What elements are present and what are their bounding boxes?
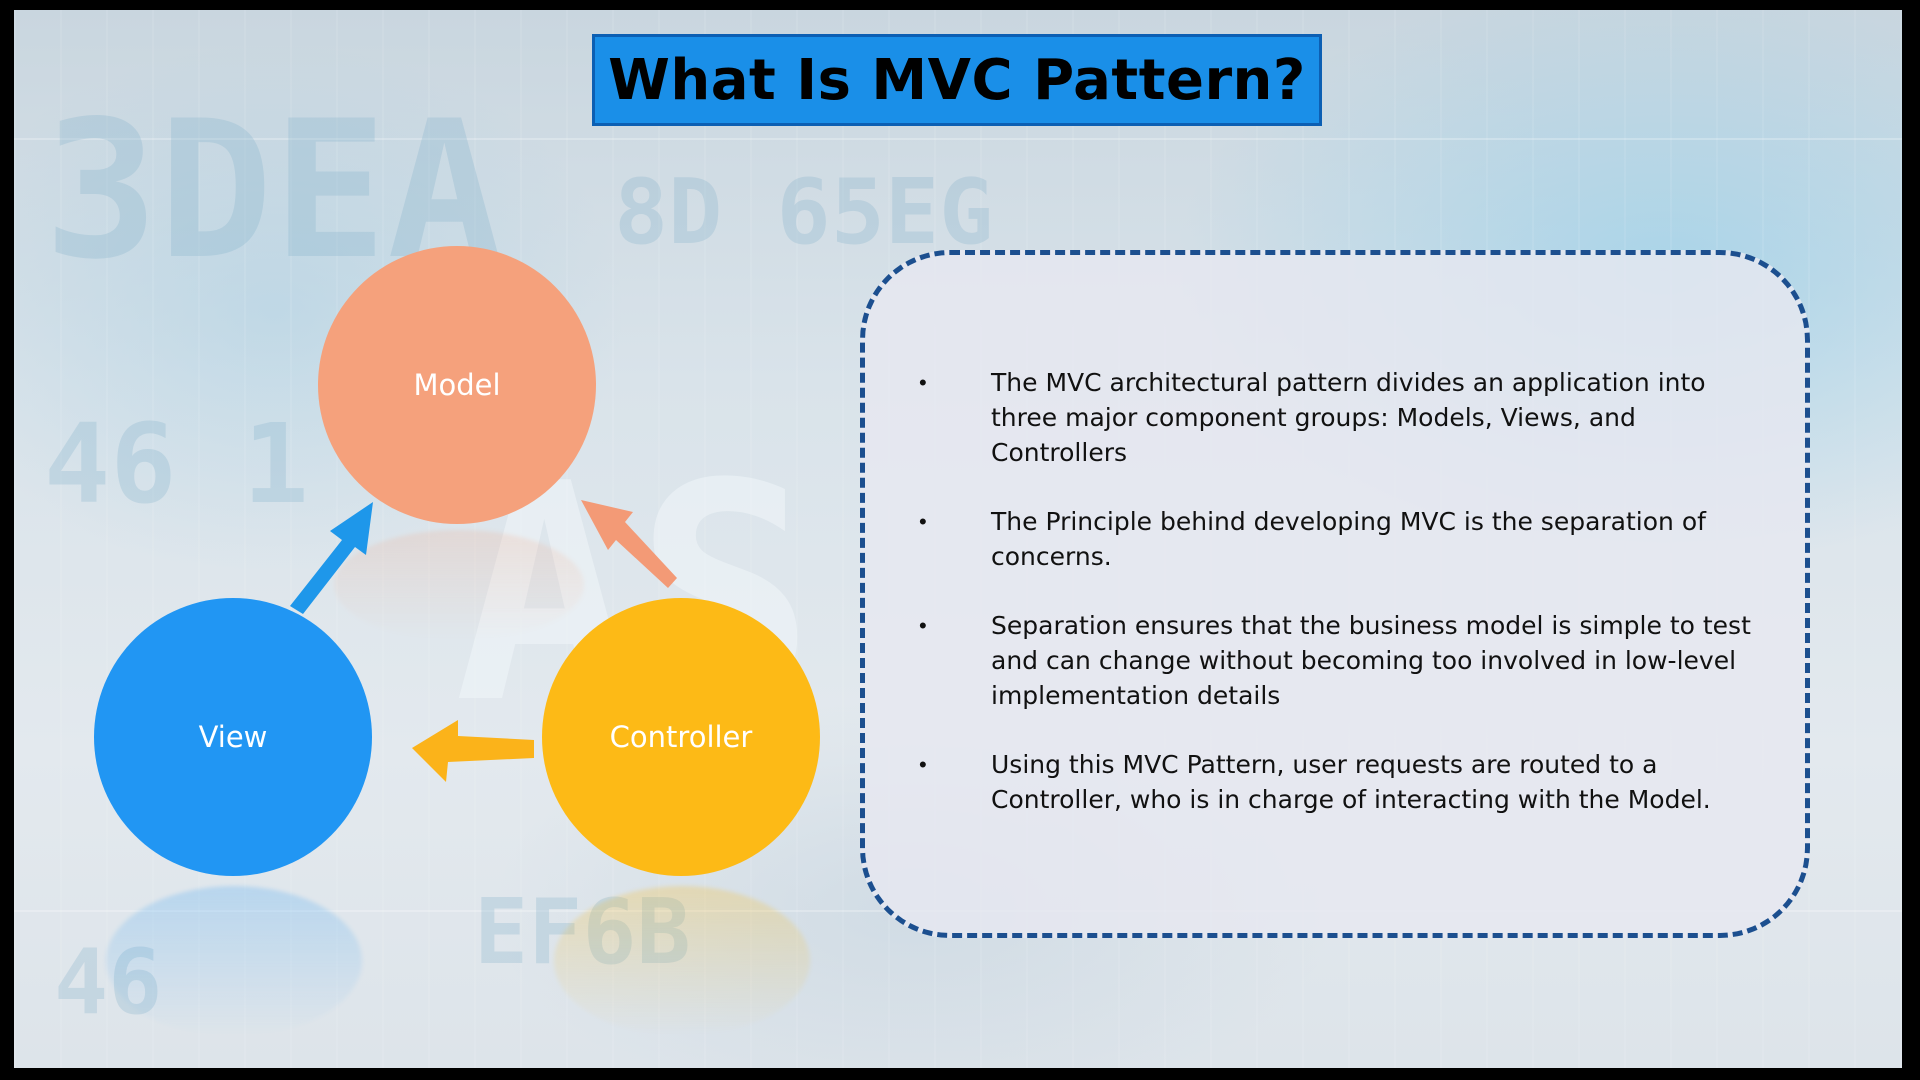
bullet-text: The Principle behind developing MVC is t… [991, 507, 1706, 571]
background-hex-glyphs: 46 [54, 930, 163, 1035]
diagram-arrows [290, 500, 677, 782]
model-node-label: Model [413, 368, 501, 402]
list-item: • The Principle behind developing MVC is… [915, 504, 1775, 574]
mvc-diagram: Model View Controller [14, 10, 874, 1068]
model-node: Model [318, 246, 596, 524]
bullet-icon: • [919, 752, 927, 777]
bullet-icon: • [919, 370, 927, 395]
list-item: • Using this MVC Pattern, user requests … [915, 747, 1775, 817]
view-node: View [94, 598, 372, 876]
model-reflection [334, 530, 584, 640]
title-banner: What Is MVC Pattern? [592, 34, 1322, 126]
description-panel: • The MVC architectural pattern divides … [860, 250, 1810, 938]
bullet-text: Using this MVC Pattern, user requests ar… [991, 750, 1711, 814]
background-hex-glyphs: 46 1 [44, 400, 309, 528]
controller-node: Controller [542, 598, 820, 876]
bullet-list: • The MVC architectural pattern divides … [915, 365, 1775, 851]
controller-to-model-arrow [581, 500, 677, 588]
background-hex-glyphs: 8D 65EG [614, 160, 994, 265]
bullet-icon: • [919, 613, 927, 638]
controller-to-view-arrow [412, 720, 534, 782]
list-item: • Separation ensures that the business m… [915, 608, 1775, 713]
bullet-text: Separation ensures that the business mod… [991, 611, 1751, 710]
controller-reflection [554, 886, 810, 1036]
view-node-label: View [198, 720, 268, 754]
view-reflection [106, 886, 362, 1036]
bullet-icon: • [919, 509, 927, 534]
page-title: What Is MVC Pattern? [608, 47, 1306, 113]
bullet-text: The MVC architectural pattern divides an… [991, 368, 1706, 467]
list-item: • The MVC architectural pattern divides … [915, 365, 1775, 470]
controller-node-label: Controller [609, 720, 753, 754]
background-hex-glyphs: EF6B [474, 880, 691, 985]
view-to-model-arrow [290, 502, 373, 614]
background-line [14, 138, 1902, 140]
slide: 3DEA 8D 65EG 46 1 AS EF6B 46 What Is MVC… [14, 10, 1902, 1068]
